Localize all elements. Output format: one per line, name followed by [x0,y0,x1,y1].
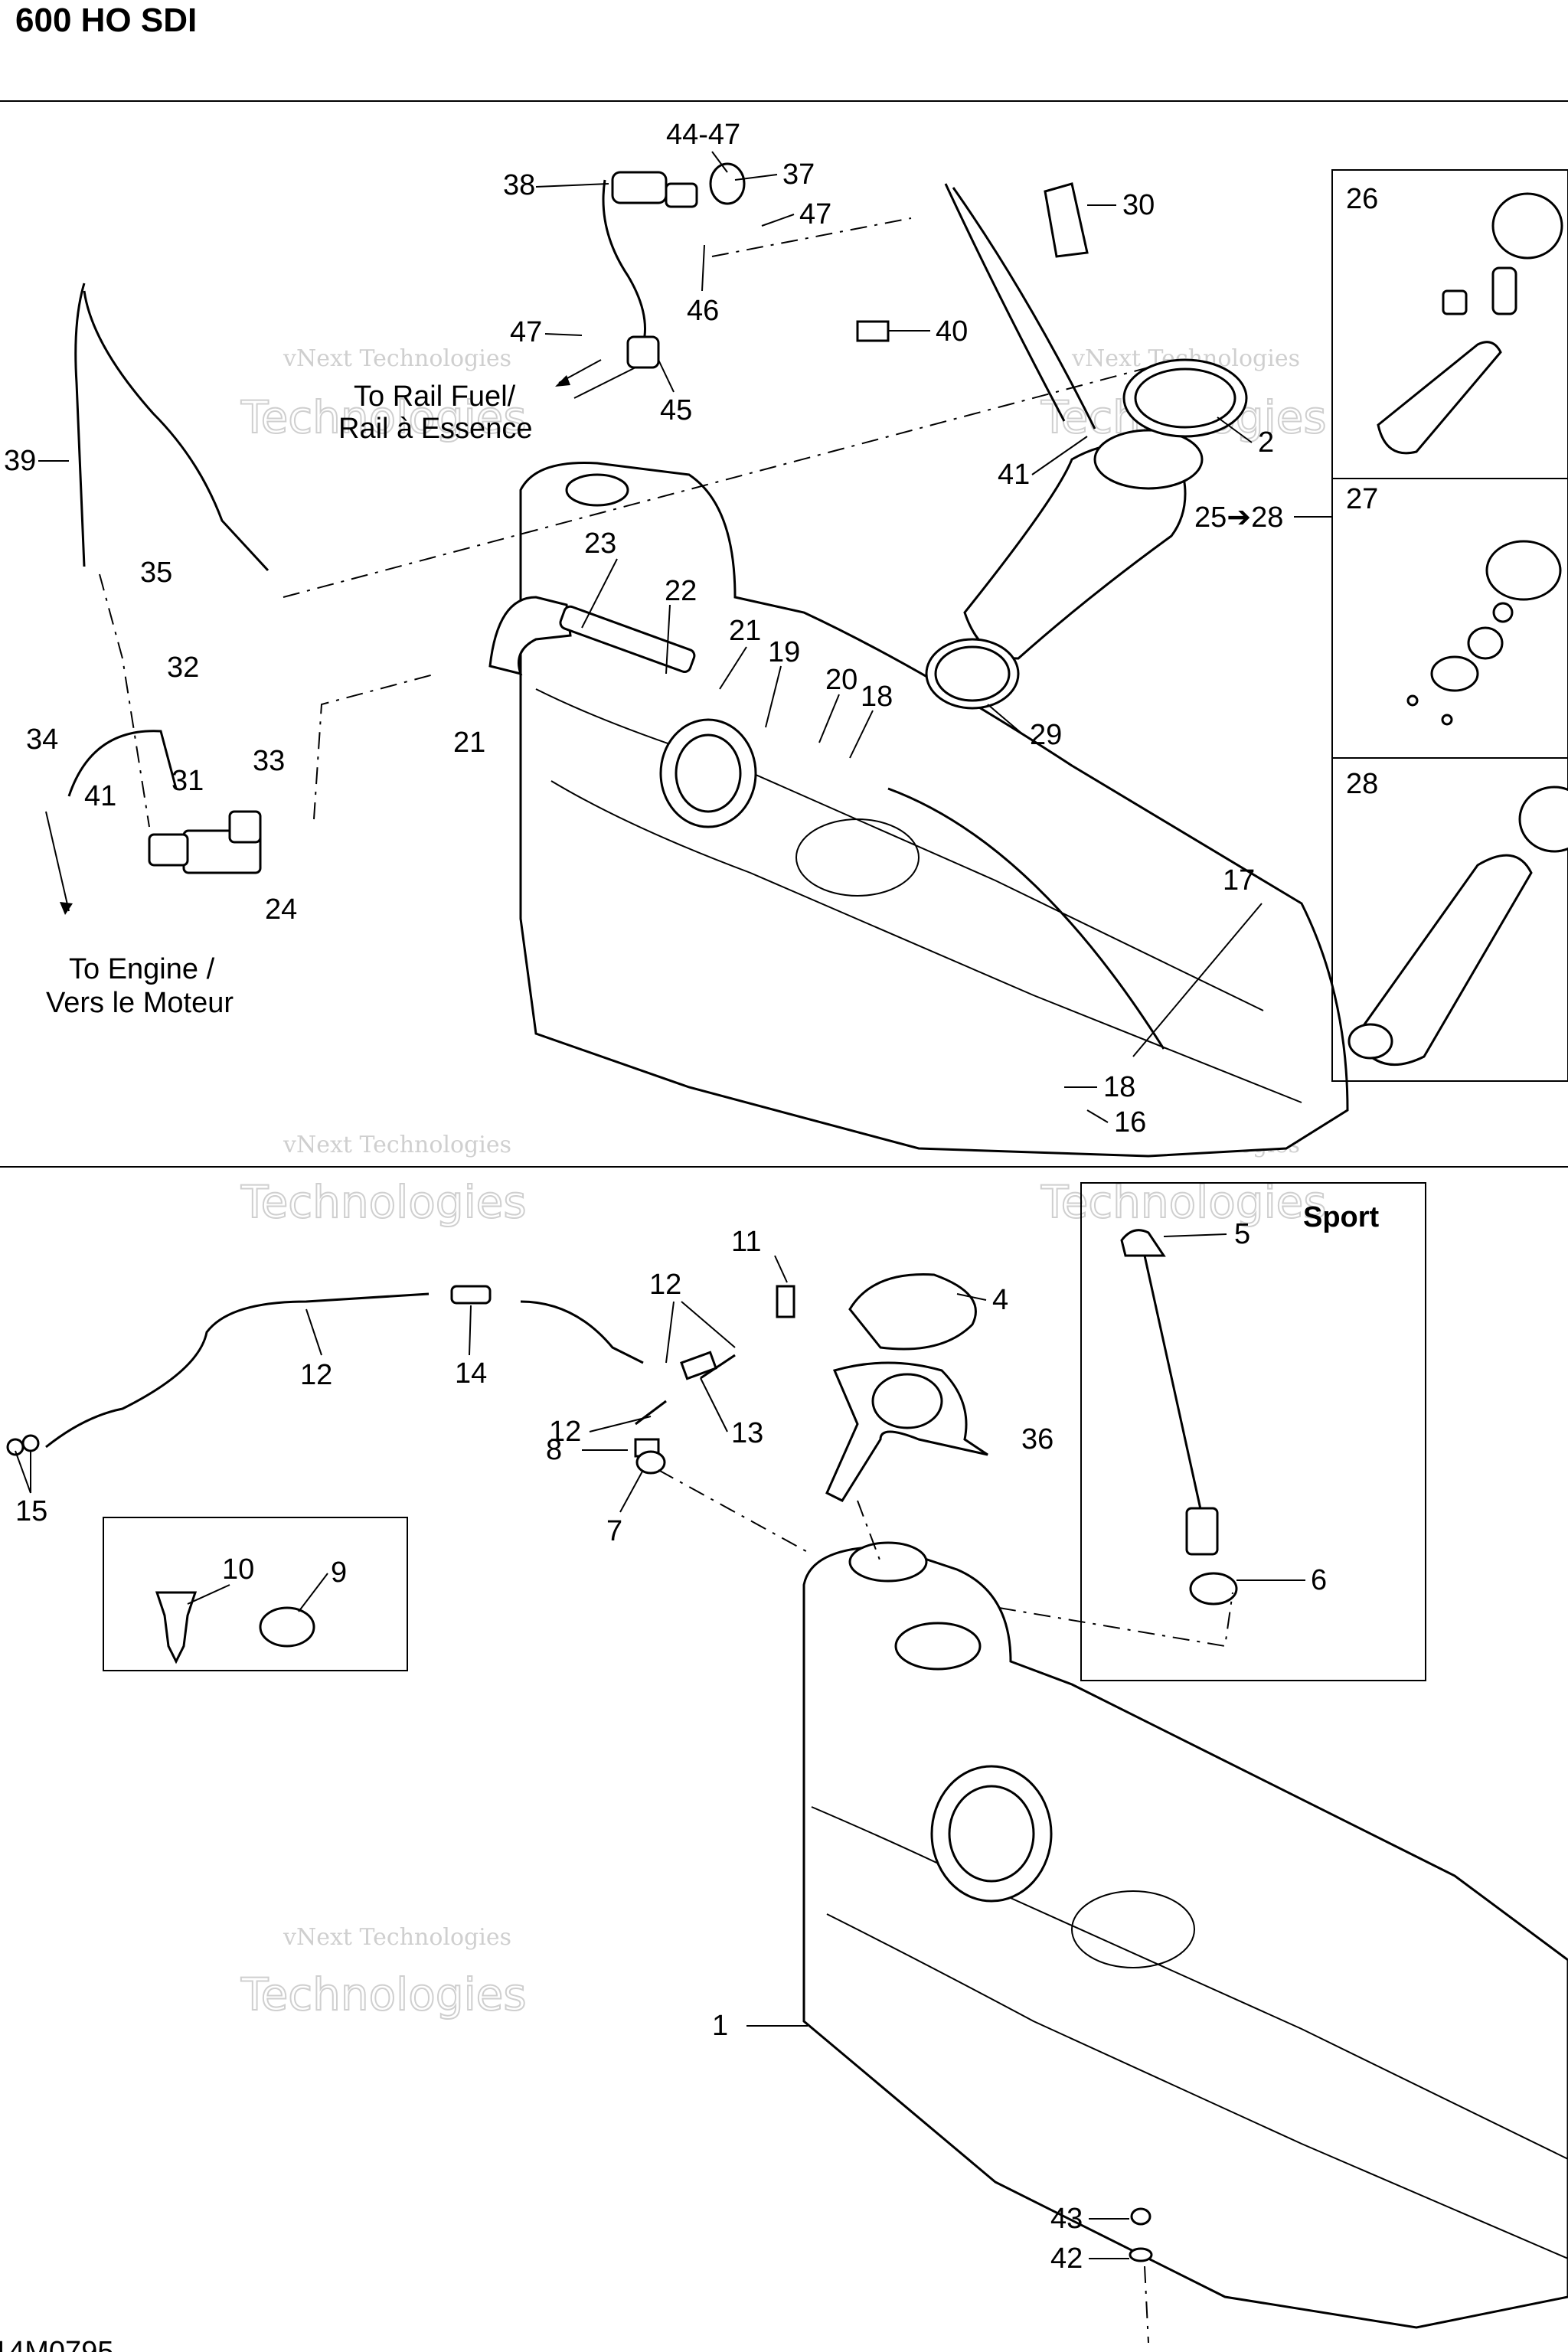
svg-text:41: 41 [84,780,116,812]
svg-text:Rail à Essence: Rail à Essence [338,413,532,445]
svg-text:To Engine /: To Engine / [69,953,215,985]
svg-text:vNext Technologies: vNext Technologies [283,345,511,372]
svg-text:9: 9 [331,1557,347,1589]
svg-text:45: 45 [660,394,692,426]
svg-text:47: 47 [510,316,542,348]
svg-text:20: 20 [825,664,858,696]
svg-text:42: 42 [1050,2243,1083,2275]
upper-fuel-tank [519,461,1349,1158]
svg-text:46: 46 [687,295,719,327]
callout-leaders [15,151,1332,2259]
svg-text:Technologies: Technologies [240,1968,527,2020]
svg-text:38: 38 [503,169,535,201]
svg-text:27: 27 [1346,483,1378,515]
svg-text:Technologies: Technologies [1040,1176,1327,1228]
svg-text:31: 31 [172,765,204,797]
fuel-manifold [67,596,696,874]
sport-inset [1120,1229,1238,1606]
svg-text:24: 24 [265,893,297,926]
svg-text:30: 30 [1122,189,1155,221]
svg-text:36: 36 [1021,1423,1054,1455]
svg-text:7: 7 [606,1515,622,1547]
note-to-rail: To Rail Fuel/ Rail à Essence [338,381,532,445]
inset-28 [1348,786,1568,1067]
svg-text:37: 37 [782,158,815,191]
svg-text:43: 43 [1050,2203,1083,2235]
inset-26 [1377,192,1563,455]
page-title: 600 HO SDI [15,2,198,39]
svg-text:40: 40 [936,315,968,348]
svg-text:32: 32 [167,652,199,684]
callout-labels: 44-47 37 38 47 46 30 47 40 45 26 2 39 41… [4,119,1378,2275]
svg-text:vNext Technologies: vNext Technologies [283,1924,511,1951]
svg-text:47: 47 [799,198,831,230]
svg-text:35: 35 [140,557,172,589]
svg-text:33: 33 [253,745,285,777]
svg-text:26: 26 [1346,183,1378,215]
fastener-parts [155,1591,315,1664]
svg-text:29: 29 [1030,719,1062,751]
svg-text:18: 18 [1103,1071,1135,1103]
svg-text:4: 4 [992,1284,1008,1316]
svg-text:2: 2 [1258,426,1274,459]
svg-text:6: 6 [1311,1564,1327,1596]
svg-text:17: 17 [1223,864,1255,897]
svg-text:13: 13 [731,1417,763,1449]
svg-text:15: 15 [15,1495,47,1527]
svg-text:34: 34 [26,724,58,756]
svg-text:21: 21 [729,615,761,647]
svg-text:1: 1 [712,2010,728,2042]
svg-text:28: 28 [1346,768,1378,800]
svg-text:12: 12 [549,1416,581,1448]
svg-text:14: 14 [455,1357,487,1390]
svg-text:11: 11 [731,1226,761,1258]
svg-text:vNext Technologies: vNext Technologies [283,1132,511,1158]
svg-text:Technologies: Technologies [240,1176,527,1228]
fuel-pump-assembly [856,182,1248,710]
diagram-code: 14M0795 [0,2336,113,2352]
svg-text:39: 39 [4,445,36,477]
svg-text:12: 12 [649,1269,681,1301]
svg-text:Technologies: Technologies [240,391,527,443]
lower-fuel-tank [802,1541,1568,2329]
svg-text:5: 5 [1234,1218,1250,1250]
svg-text:44-47: 44-47 [666,119,740,151]
svg-text:21: 21 [453,727,485,759]
svg-text:12: 12 [300,1359,332,1391]
sport-label: Sport [1303,1201,1380,1233]
svg-text:22: 22 [665,575,697,607]
svg-text:8: 8 [546,1434,562,1466]
note-to-engine: To Engine / Vers le Moteur [46,953,234,1019]
svg-text:41: 41 [998,459,1030,491]
svg-text:23: 23 [584,528,616,560]
svg-text:10: 10 [222,1553,254,1586]
svg-text:Vers le Moteur: Vers le Moteur [46,987,234,1019]
svg-text:18: 18 [861,681,893,713]
inset-27 [1406,540,1562,726]
svg-text:25➔28: 25➔28 [1194,501,1283,534]
svg-text:To Rail Fuel/: To Rail Fuel/ [354,381,516,413]
svg-text:16: 16 [1114,1106,1146,1138]
svg-text:19: 19 [768,636,800,668]
